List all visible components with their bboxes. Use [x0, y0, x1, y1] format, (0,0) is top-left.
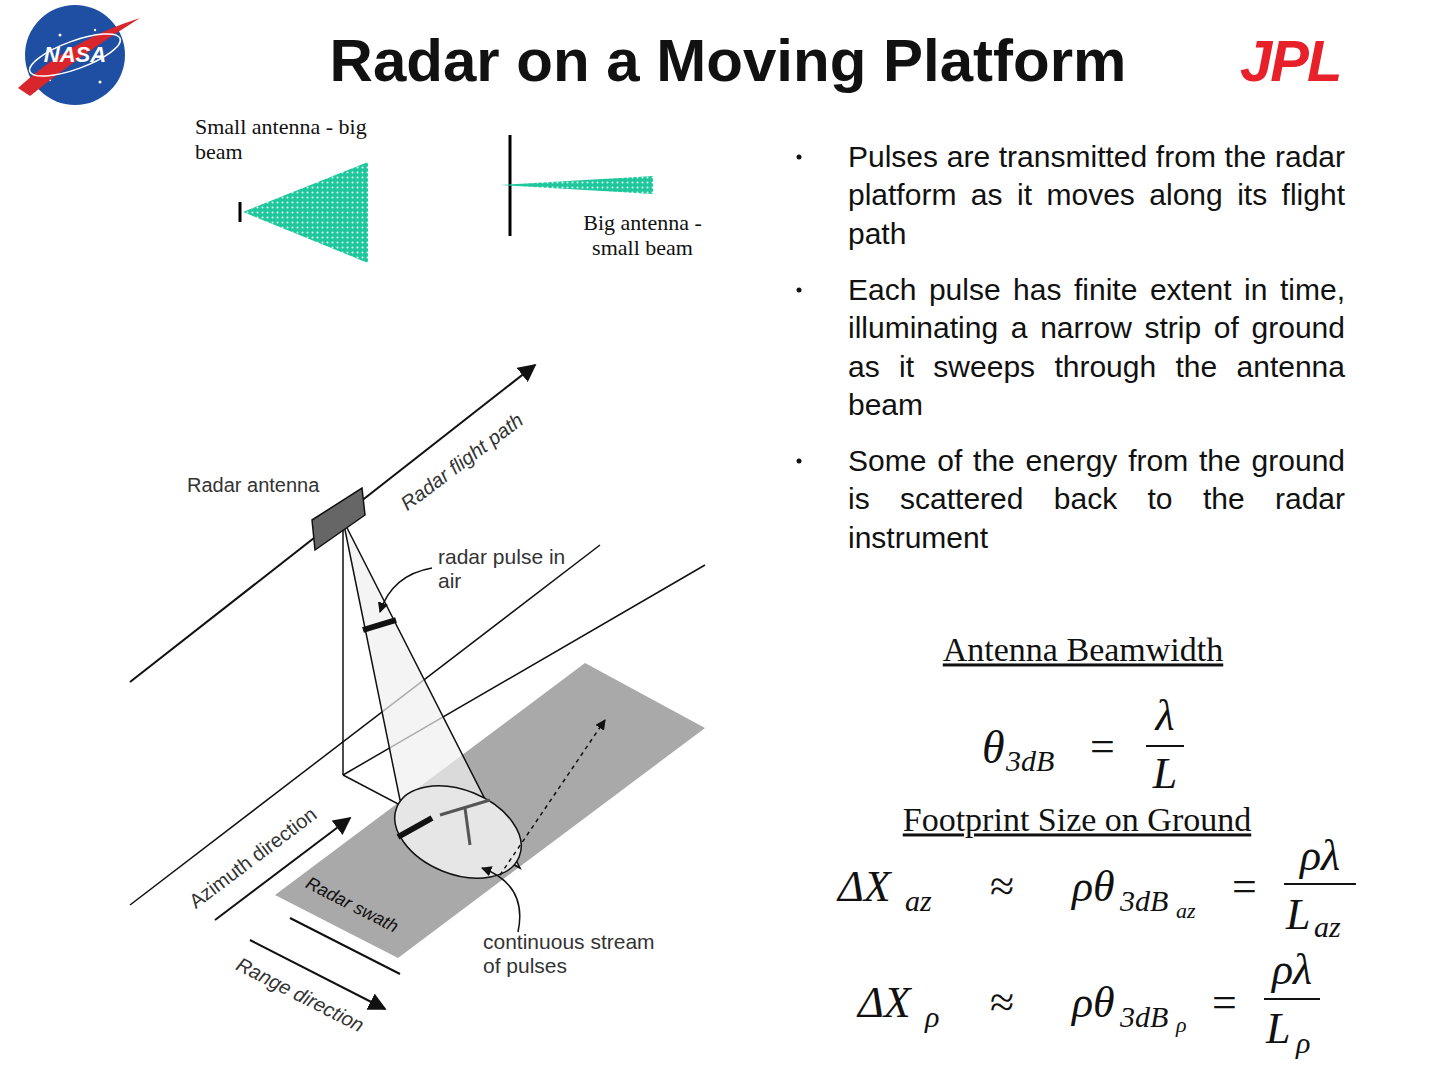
- equation-subscript: ρ: [925, 1000, 939, 1035]
- equation-symbol: =: [1232, 862, 1257, 913]
- section-heading: Footprint Size on Ground: [903, 800, 1251, 839]
- bullet-text: Some of the energy from the ground is sc…: [848, 442, 1345, 557]
- equation-symbol: L: [1286, 890, 1310, 941]
- logo-text: JPL: [1240, 28, 1340, 95]
- equation-symbol: ρθ: [1072, 978, 1115, 1029]
- equation-symbol: ρθ: [1072, 862, 1115, 913]
- equation-symbol: ρλ: [1300, 831, 1340, 882]
- equation-subscript: az: [1314, 910, 1341, 945]
- bullet-dot: [797, 459, 802, 464]
- bullet-text: Each pulse has finite extent in time, il…: [848, 271, 1345, 425]
- beam-caption: Small antenna - big beam: [195, 114, 373, 165]
- slide-title: Radar on a Moving Platform: [330, 28, 1127, 94]
- equation-symbol: ≈: [990, 978, 1014, 1029]
- equation-subscript: ρ: [1296, 1026, 1310, 1061]
- equation-subscript: az: [905, 884, 932, 919]
- fraction-bar: [1146, 746, 1356, 999]
- equation-subscript: 3dB: [1120, 1000, 1168, 1035]
- equation-subscript: 3dB: [1006, 744, 1054, 779]
- equation-symbol: ΔX: [858, 978, 911, 1029]
- equation-symbol: L: [1153, 749, 1177, 800]
- callout-label: continuous stream of pulses: [483, 930, 673, 978]
- small-antenna: [239, 202, 242, 222]
- big-beam: [243, 162, 368, 263]
- equation-subscript: az: [1176, 898, 1196, 923]
- equation-subscript: 3dB: [1120, 884, 1168, 919]
- equation-symbol: ΔX: [838, 862, 891, 913]
- beam-caption: Big antenna -small beam: [565, 210, 720, 261]
- equation-symbol: L: [1266, 1004, 1290, 1055]
- part-label: Radar antenna: [187, 474, 319, 497]
- equation-subscript: ρ: [1176, 1012, 1187, 1037]
- equation-symbol: θ: [982, 722, 1005, 775]
- equation-symbol: =: [1212, 978, 1237, 1029]
- bullet-dot: [797, 155, 802, 160]
- nasa-logo: [18, 5, 140, 105]
- small-beam: [500, 176, 653, 194]
- path-label: Radar flight path: [396, 409, 527, 516]
- logo-text: NASA: [44, 42, 106, 67]
- equation-symbol: ρλ: [1272, 945, 1312, 996]
- equation-symbol: =: [1090, 722, 1115, 773]
- callout-label: radar pulse in air: [438, 545, 566, 593]
- equation-symbol: λ: [1155, 691, 1174, 742]
- bullet-dot: [797, 288, 802, 293]
- bullet-text: Pulses are transmitted from the radar pl…: [848, 138, 1345, 253]
- radar-illustration: [130, 365, 705, 1009]
- equation-symbol: ≈: [990, 862, 1014, 913]
- section-heading: Antenna Beamwidth: [943, 630, 1223, 669]
